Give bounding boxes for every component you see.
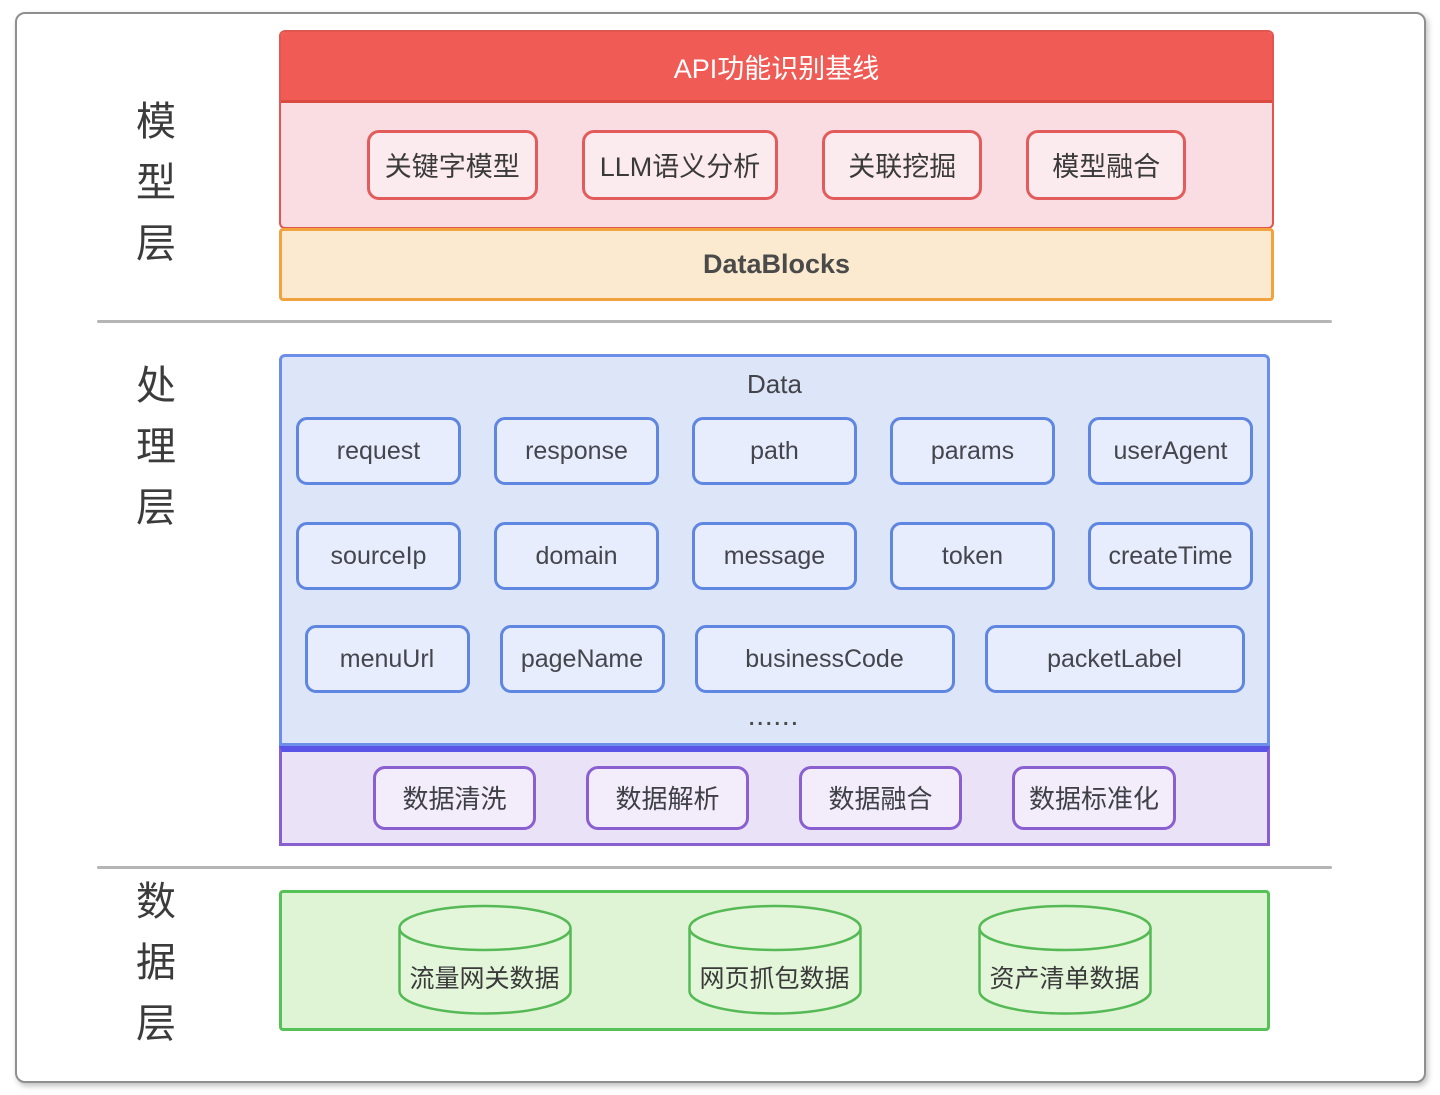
field-row-2: sourceIp domain message token createTime [282, 522, 1267, 590]
model-association-mining: 关联挖掘 [822, 129, 983, 200]
datablocks-bar: DataBlocks [279, 228, 1274, 301]
model-body: 关键字模型 LLM语义分析 关联挖掘 模型融合 [281, 103, 1272, 226]
field-packetlabel: packetLabel [984, 625, 1245, 693]
source-label: 流量网关数据 [409, 964, 560, 993]
data-panel-title: Data [747, 369, 802, 399]
field-path: path [692, 417, 857, 485]
field-token: token [890, 522, 1055, 590]
source-label: 网页抓包数据 [699, 964, 850, 993]
field-domain: domain [494, 522, 659, 590]
model-llm-semantic-analysis: LLM语义分析 [581, 129, 779, 200]
field-sourceip: sourceIp [296, 522, 461, 590]
data-layer-label: 数据层 [130, 880, 174, 1063]
model-layer-label: 模型层 [130, 100, 174, 283]
field-pagename: pageName [499, 625, 665, 693]
field-params: params [890, 417, 1055, 485]
section-divider [97, 320, 1332, 323]
step-data-parsing: 数据解析 [585, 765, 749, 830]
source-label: 资产清单数据 [989, 964, 1140, 993]
field-request: request [296, 417, 461, 485]
processing-steps-panel: 数据清洗 数据解析 数据融合 数据标准化 [279, 746, 1270, 846]
field-menuurl: menuUrl [304, 625, 470, 693]
processing-layer-label: 处理层 [130, 364, 174, 547]
model-keyword-model: 关键字模型 [366, 129, 538, 200]
ellipsis-more-fields: ...... [748, 708, 801, 730]
field-row-1: request response path params userAgent [282, 417, 1267, 485]
architecture-diagram-card: 模型层 处理层 数据层 API功能识别基线 关键字模型 LLM语义分析 关联挖掘… [15, 12, 1426, 1083]
section-divider [97, 866, 1332, 869]
model-section: API功能识别基线 关键字模型 LLM语义分析 关联挖掘 模型融合 [279, 30, 1274, 229]
data-fields-panel: Data request response path params userAg… [279, 354, 1270, 746]
source-asset-inventory: 资产清单数据 [976, 903, 1154, 1019]
data-sources-panel: 流量网关数据 网页抓包数据 资产清单数据 [279, 890, 1270, 1031]
field-createtime: createTime [1088, 522, 1253, 590]
field-message: message [692, 522, 857, 590]
field-row-3: menuUrl pageName businessCode packetLabe… [282, 625, 1267, 693]
model-model-fusion: 模型融合 [1026, 129, 1187, 200]
source-traffic-gateway: 流量网关数据 [396, 903, 574, 1019]
api-baseline-header: API功能识别基线 [281, 32, 1272, 103]
field-useragent: userAgent [1088, 417, 1253, 485]
step-data-fusion: 数据融合 [798, 765, 962, 830]
field-businesscode: businessCode [694, 625, 955, 693]
step-data-standardization: 数据标准化 [1011, 765, 1176, 830]
step-data-cleaning: 数据清洗 [372, 765, 536, 830]
field-response: response [494, 417, 659, 485]
source-web-capture: 网页抓包数据 [686, 903, 864, 1019]
